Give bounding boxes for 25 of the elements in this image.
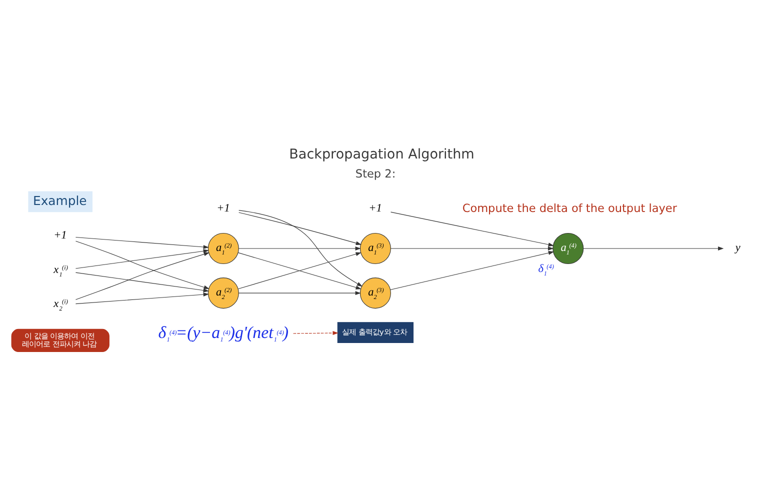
- arrow: [238, 212, 362, 246]
- arrow: [390, 246, 554, 250]
- arrow: [583, 246, 724, 250]
- arrow: [75, 252, 210, 300]
- arrow: [390, 212, 554, 247]
- arrow: [75, 292, 209, 304]
- node-text: δ$_{1}$$^{(4)}$=(y−a$_{1}$$^{(4)}$)g'(net$_{1}$$^{(4)}$): [158, 322, 289, 344]
- label: Example: [32, 192, 87, 208]
- arrow: [390, 251, 554, 290]
- arrow: [75, 240, 210, 290]
- diagram-title: Backpropagation Algorithm: [289, 146, 474, 162]
- node-text: +1: [54, 229, 67, 242]
- arrow: [238, 252, 362, 290]
- arrow: [238, 210, 363, 287]
- arrow: [238, 246, 361, 250]
- arrow: [238, 291, 361, 296]
- arrow: [75, 236, 209, 249]
- arrow: [75, 272, 209, 292]
- node-text: +1: [216, 202, 230, 214]
- label: Compute the delta of the output layer: [462, 202, 677, 215]
- node-text: y: [735, 242, 740, 254]
- node-text: +1: [368, 202, 382, 214]
- arrow: [75, 249, 209, 269]
- label: Step 2:: [355, 167, 396, 180]
- arrow: [292, 331, 338, 336]
